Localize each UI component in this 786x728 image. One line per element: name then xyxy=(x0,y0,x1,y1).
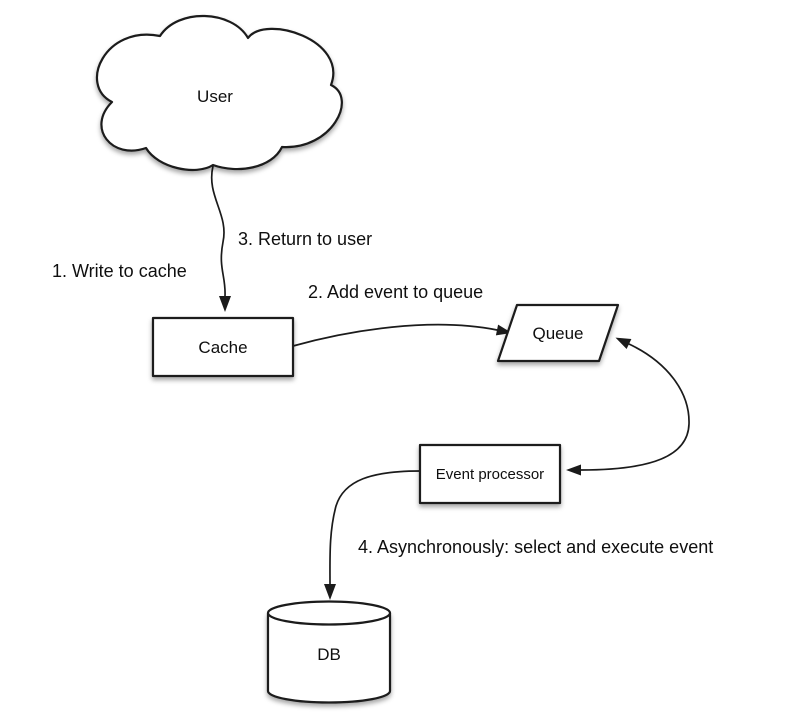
edge-labels: 1. Write to cache 3. Return to user 2. A… xyxy=(52,229,713,557)
cache-box-shape xyxy=(151,316,295,378)
db-cylinder-top-shape xyxy=(266,600,392,626)
nodes: User Cache Queue Event processor DB xyxy=(95,14,620,704)
db-cylinder-body-shape xyxy=(266,611,392,704)
edge-eventprocessor-to-db xyxy=(329,470,421,585)
queue-label: Queue xyxy=(532,324,583,343)
node-user: User xyxy=(95,14,343,172)
db-label: DB xyxy=(317,645,341,664)
edges xyxy=(210,165,690,600)
user-cloud-shape xyxy=(95,14,343,172)
node-cache: Cache xyxy=(151,316,295,378)
edge-queue-eventprocessor xyxy=(580,343,690,471)
edge-label-step3: 3. Return to user xyxy=(238,229,372,249)
node-event-processor: Event processor xyxy=(418,443,562,505)
edge-label-step4: 4. Asynchronously: select and execute ev… xyxy=(358,537,713,557)
arrowhead-into-cache xyxy=(219,296,231,312)
queue-parallelogram-shape xyxy=(496,303,620,363)
node-queue: Queue xyxy=(496,303,620,363)
arrowhead-into-queue-right xyxy=(615,337,632,349)
event-processor-box-shape xyxy=(418,443,562,505)
arrowhead-into-db xyxy=(324,584,336,600)
edge-label-step1: 1. Write to cache xyxy=(52,261,187,281)
user-label: User xyxy=(197,87,233,106)
edge-label-step2: 2. Add event to queue xyxy=(308,282,483,302)
cache-label: Cache xyxy=(198,338,247,357)
edge-user-to-cache xyxy=(210,165,226,297)
arrowhead-into-eventprocessor xyxy=(566,464,581,476)
event-processor-label: Event processor xyxy=(436,466,544,483)
node-db: DB xyxy=(266,600,392,704)
edge-cache-to-queue xyxy=(292,323,498,347)
